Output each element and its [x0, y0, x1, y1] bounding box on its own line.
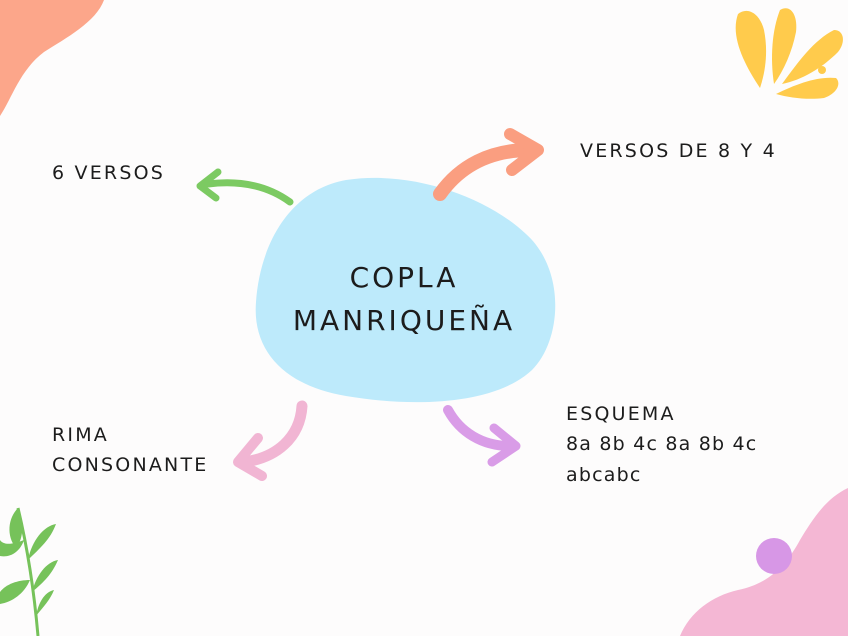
branch-top-right: VERSOS DE 8 Y 4	[580, 136, 777, 166]
center-topic-line-1: COPLA	[349, 261, 459, 294]
yellow-splash-decoration	[735, 8, 843, 99]
purple-dot-decoration	[756, 538, 792, 574]
center-blob	[255, 177, 556, 403]
pink-blob-decoration	[680, 488, 848, 636]
branch-bottom-right-line-3: abcabc	[566, 463, 642, 486]
arrow-to-esquema	[443, 405, 521, 467]
branch-top-left-text: 6 VERSOS	[52, 162, 166, 184]
arrow-to-versos-de-8-y-4	[433, 128, 544, 201]
center-topic-line-2: MANRIQUEÑA	[292, 304, 516, 338]
branch-top-left: 6 VERSOS	[52, 158, 165, 188]
orange-blob-decoration	[0, 0, 104, 116]
arrow-to-6-versos	[196, 168, 294, 206]
branch-bottom-right-line-1: ESQUEMA	[566, 403, 676, 425]
branch-bottom-left-line-1: RIMA	[52, 424, 109, 446]
branch-top-right-text: VERSOS DE 8 Y 4	[580, 140, 777, 162]
leaf-sprig-decoration	[0, 507, 58, 636]
branch-bottom-right: ESQUEMA 8a 8b 4c 8a 8b 4c abcabc	[566, 399, 757, 490]
branch-bottom-left-line-2: CONSONANTE	[52, 454, 209, 477]
branch-bottom-left: RIMA CONSONANTE	[52, 420, 208, 481]
center-topic: COPLA MANRIQUEÑA	[286, 256, 522, 343]
branch-bottom-right-line-2: 8a 8b 4c 8a 8b 4c	[566, 433, 758, 456]
arrow-to-rima-consonante	[233, 400, 308, 481]
